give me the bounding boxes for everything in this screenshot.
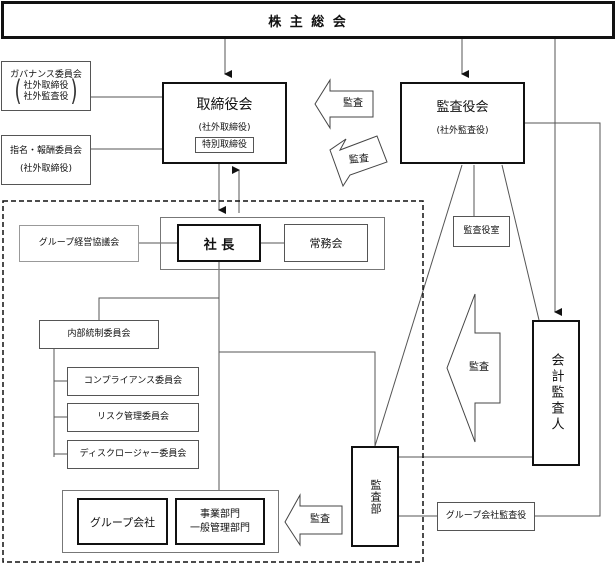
auditors-office: 監査役室 (453, 216, 510, 247)
audit-arrow-label: 監査 (469, 362, 489, 373)
internal-control-label: 内部統制委員会 (67, 329, 131, 340)
board-label: 取締役会 (196, 97, 253, 113)
governance-committee-label: ガバナンス委員会 (10, 69, 82, 80)
connector-auditors-groupaud (525, 122, 601, 517)
group-companies: グループ会社 (77, 498, 168, 545)
risk-management-committee: リスク管理委員会 (67, 403, 199, 432)
sub-committee-label: コンプライアンス委員会 (83, 376, 183, 387)
connector-trunk-audit (219, 351, 376, 446)
executive-committee: 常務会 (284, 224, 368, 262)
audit-department: 監査部 (351, 446, 399, 547)
sub-committee-label: ディスクロージャー委員会 (79, 449, 187, 460)
president-group (160, 217, 385, 270)
audit-arrow-groupcos (284, 493, 343, 547)
group-companies-label: グループ会社 (89, 515, 156, 529)
governance-committee: ガバナンス委員会 ( 社外取締役 社外監査役 ) (1, 61, 91, 111)
audit-arrow-label: 監査 (343, 98, 363, 109)
governance-member: 社外取締役 (23, 80, 69, 91)
department-label: 事業部門 (200, 509, 240, 520)
governance-member: 社外監査役 (23, 92, 69, 103)
disclosure-committee: ディスクロージャー委員会 (67, 440, 199, 469)
accounting-auditor-label: 会計監査人 (548, 353, 564, 433)
president-label: 社 長 (203, 237, 235, 253)
connector-trunk-internal (98, 297, 219, 320)
group-council-label: グループ経営協議会 (38, 238, 120, 249)
group-company-auditors: グループ会社監査役 (437, 502, 535, 531)
nomination-committee: 指名・報酬委員会 (社外取締役) (1, 135, 91, 185)
connector-auditors-accounting (501, 164, 540, 321)
nomination-committee-label: 指名・報酬委員会 (9, 145, 82, 156)
audit-arrow-board (314, 78, 374, 130)
audit-arrow-president (329, 135, 388, 188)
audit-department-label: 監査部 (369, 478, 382, 515)
group-management-council: グループ経営協議会 (19, 225, 139, 262)
accounting-auditor: 会計監査人 (532, 320, 580, 466)
operations-group (62, 490, 279, 553)
executive-committee-label: 常務会 (309, 237, 343, 250)
company-boundary (2, 200, 424, 563)
special-directors: 特別取締役 (194, 137, 254, 154)
audit-arrow-label: 監査 (310, 514, 330, 525)
board-of-directors: 取締役会 (社外取締役) 特別取締役 (162, 82, 287, 164)
connector-auditors-audit (374, 164, 463, 447)
auditors-board-label: 監査役会 (436, 100, 489, 115)
audit-arrow-accounting (446, 293, 501, 443)
department-label: 一般管理部門 (190, 522, 250, 534)
auditors-board-sub: (社外監査役) (436, 126, 489, 136)
sub-committee-label: リスク管理委員会 (96, 412, 169, 423)
group-company-auditors-label: グループ会社監査役 (445, 511, 527, 522)
shareholders-meeting-label: 株 主 総 会 (268, 14, 348, 30)
auditors-office-label: 監査役室 (463, 226, 500, 237)
shareholders-meeting: 株 主 総 会 (1, 1, 615, 39)
governance-members: ( 社外取締役 社外監査役 ) (14, 74, 78, 109)
nomination-committee-sub: (社外取締役) (19, 164, 73, 174)
board-of-auditors: 監査役会 (社外監査役) (400, 82, 525, 164)
business-departments: 事業部門 一般管理部門 (175, 498, 265, 545)
board-sub: (社外取締役) (198, 123, 251, 133)
president: 社 長 (177, 224, 261, 262)
internal-control-committee: 内部統制委員会 (39, 320, 159, 349)
compliance-committee: コンプライアンス委員会 (67, 367, 199, 396)
